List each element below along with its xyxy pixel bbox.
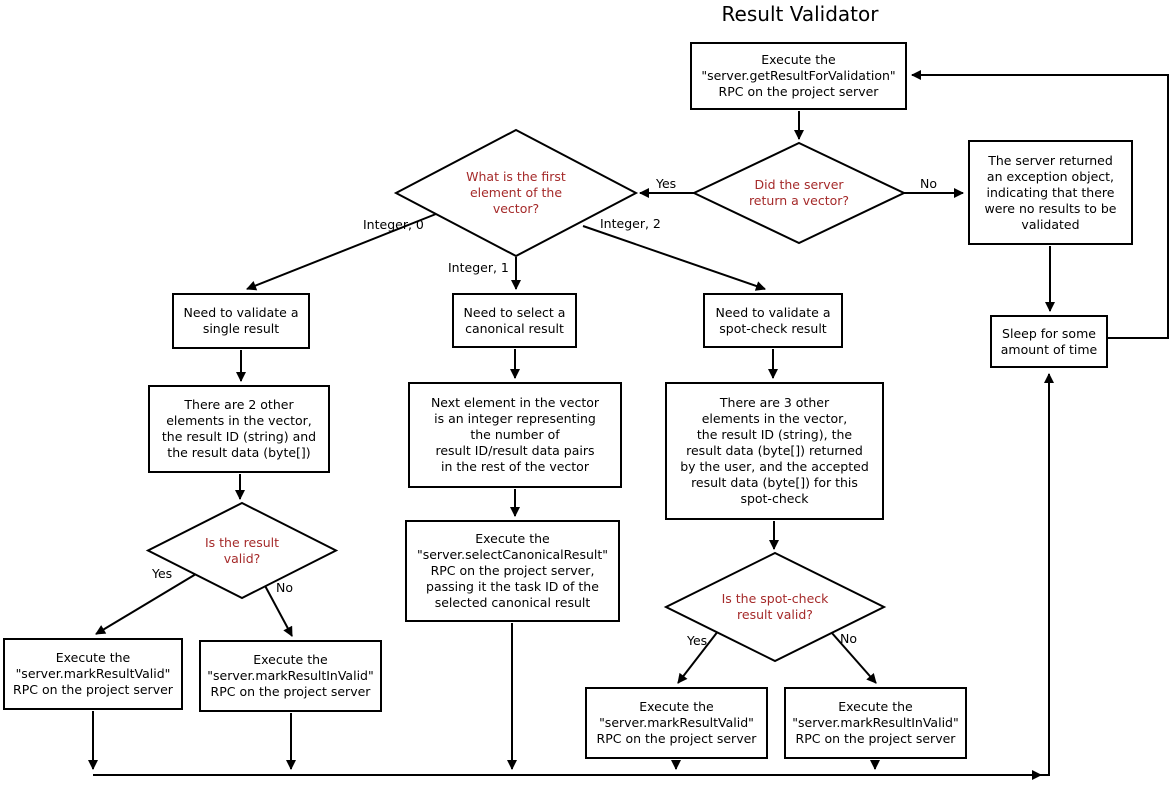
edge-result-no bbox=[262, 581, 293, 637]
box-three-other-elements: There are 3 other elements in the vector… bbox=[665, 382, 884, 520]
box-mark-result-invalid-left: Execute the "server.markResultInValid" R… bbox=[199, 640, 382, 712]
decision-first-element-of-vector: What is the first element of the vector? bbox=[396, 130, 636, 256]
box-mark-result-invalid-right-text: Execute the "server.markResultInValid" R… bbox=[792, 699, 959, 746]
box-validate-spotcheck: Need to validate a spot-check result bbox=[703, 293, 843, 348]
edge-label-integer-1: Integer, 1 bbox=[448, 260, 509, 275]
edge-label-yes-result: Yes bbox=[152, 566, 173, 581]
box-mark-result-valid-right: Execute the "server.markResultValid" RPC… bbox=[585, 687, 768, 759]
box-mark-result-invalid-right: Execute the "server.markResultInValid" R… bbox=[784, 687, 967, 759]
edge-label-no-spotcheck: No bbox=[840, 631, 857, 646]
box-two-other-elements: There are 2 other elements in the vector… bbox=[148, 385, 330, 473]
edge-label-no-result: No bbox=[276, 580, 293, 595]
edge-bottom-line bbox=[93, 373, 1054, 776]
diamond-shape bbox=[396, 130, 636, 256]
box-next-element-integer: Next element in the vector is an integer… bbox=[408, 382, 622, 488]
decision-result-valid-text: Is the result valid? bbox=[204, 534, 280, 566]
box-select-canonical-result-rpc: Execute the "server.selectCanonicalResul… bbox=[405, 520, 620, 622]
box-mark-result-valid-right-text: Execute the "server.markResultValid" RPC… bbox=[596, 699, 757, 746]
box-exception-text: The server returned an exception object,… bbox=[984, 152, 1117, 232]
diamond-shape bbox=[148, 503, 336, 598]
edge-label-yes-vector: Yes bbox=[656, 176, 677, 191]
edge-scvalid-no bbox=[823, 623, 877, 684]
edge-label-no-vector: No bbox=[920, 176, 937, 191]
box-get-result-text: Execute the "server.getResultForValidati… bbox=[701, 52, 896, 99]
edge-integer0 bbox=[246, 213, 437, 291]
edge-label-yes-spotcheck: Yes bbox=[687, 633, 708, 648]
box-select-canonical: Need to select a canonical result bbox=[452, 293, 577, 348]
box-exception-returned: The server returned an exception object,… bbox=[968, 140, 1133, 245]
edge-scvalid-yes bbox=[677, 625, 723, 684]
box-validate-spotcheck-text: Need to validate a spot-check result bbox=[715, 304, 831, 336]
box-select-canonical-text: Need to select a canonical result bbox=[463, 304, 566, 336]
box-mark-result-invalid-left-text: Execute the "server.markResultInValid" R… bbox=[207, 652, 374, 699]
box-validate-single-result: Need to validate a single result bbox=[172, 293, 310, 349]
decision-is-spotcheck-valid: Is the spot-check result valid? bbox=[666, 553, 884, 661]
box-sleep-text: Sleep for some amount of time bbox=[1000, 325, 1098, 357]
edge-sleep-to-getresult bbox=[911, 70, 1169, 339]
page-title: Result Validator bbox=[721, 2, 879, 26]
edge-label-integer-0: Integer, 0 bbox=[363, 217, 424, 232]
decision-is-result-valid: Is the result valid? bbox=[148, 503, 336, 598]
diamond-shape bbox=[694, 143, 904, 243]
box-get-result-for-validation: Execute the "server.getResultForValidati… bbox=[690, 42, 907, 110]
decision-did-server-return-vector: Did the server return a vector? bbox=[694, 143, 904, 243]
box-validate-single-text: Need to validate a single result bbox=[183, 305, 299, 336]
decision-return-vector-text: Did the server return a vector? bbox=[748, 177, 850, 208]
diamond-shape bbox=[666, 553, 884, 661]
box-mark-result-valid-left: Execute the "server.markResultValid" RPC… bbox=[3, 638, 183, 710]
decision-first-element-text: What is the first element of the vector? bbox=[466, 169, 566, 216]
box-three-other-elements-text: There are 3 other elements in the vector… bbox=[680, 395, 869, 506]
box-sleep: Sleep for some amount of time bbox=[990, 315, 1108, 368]
box-mark-result-valid-left-text: Execute the "server.markResultValid" RPC… bbox=[13, 650, 173, 697]
box-select-canonical-rpc-text: Execute the "server.selectCanonicalResul… bbox=[416, 531, 608, 610]
edge-integer2 bbox=[582, 225, 766, 291]
edge-label-integer-2: Integer, 2 bbox=[600, 216, 661, 231]
decision-spotcheck-valid-text: Is the spot-check result valid? bbox=[721, 591, 829, 622]
box-next-element-text: Next element in the vector is an integer… bbox=[430, 395, 600, 474]
box-two-other-elements-text: There are 2 other elements in the vector… bbox=[161, 397, 317, 460]
edge-result-yes bbox=[95, 573, 197, 635]
